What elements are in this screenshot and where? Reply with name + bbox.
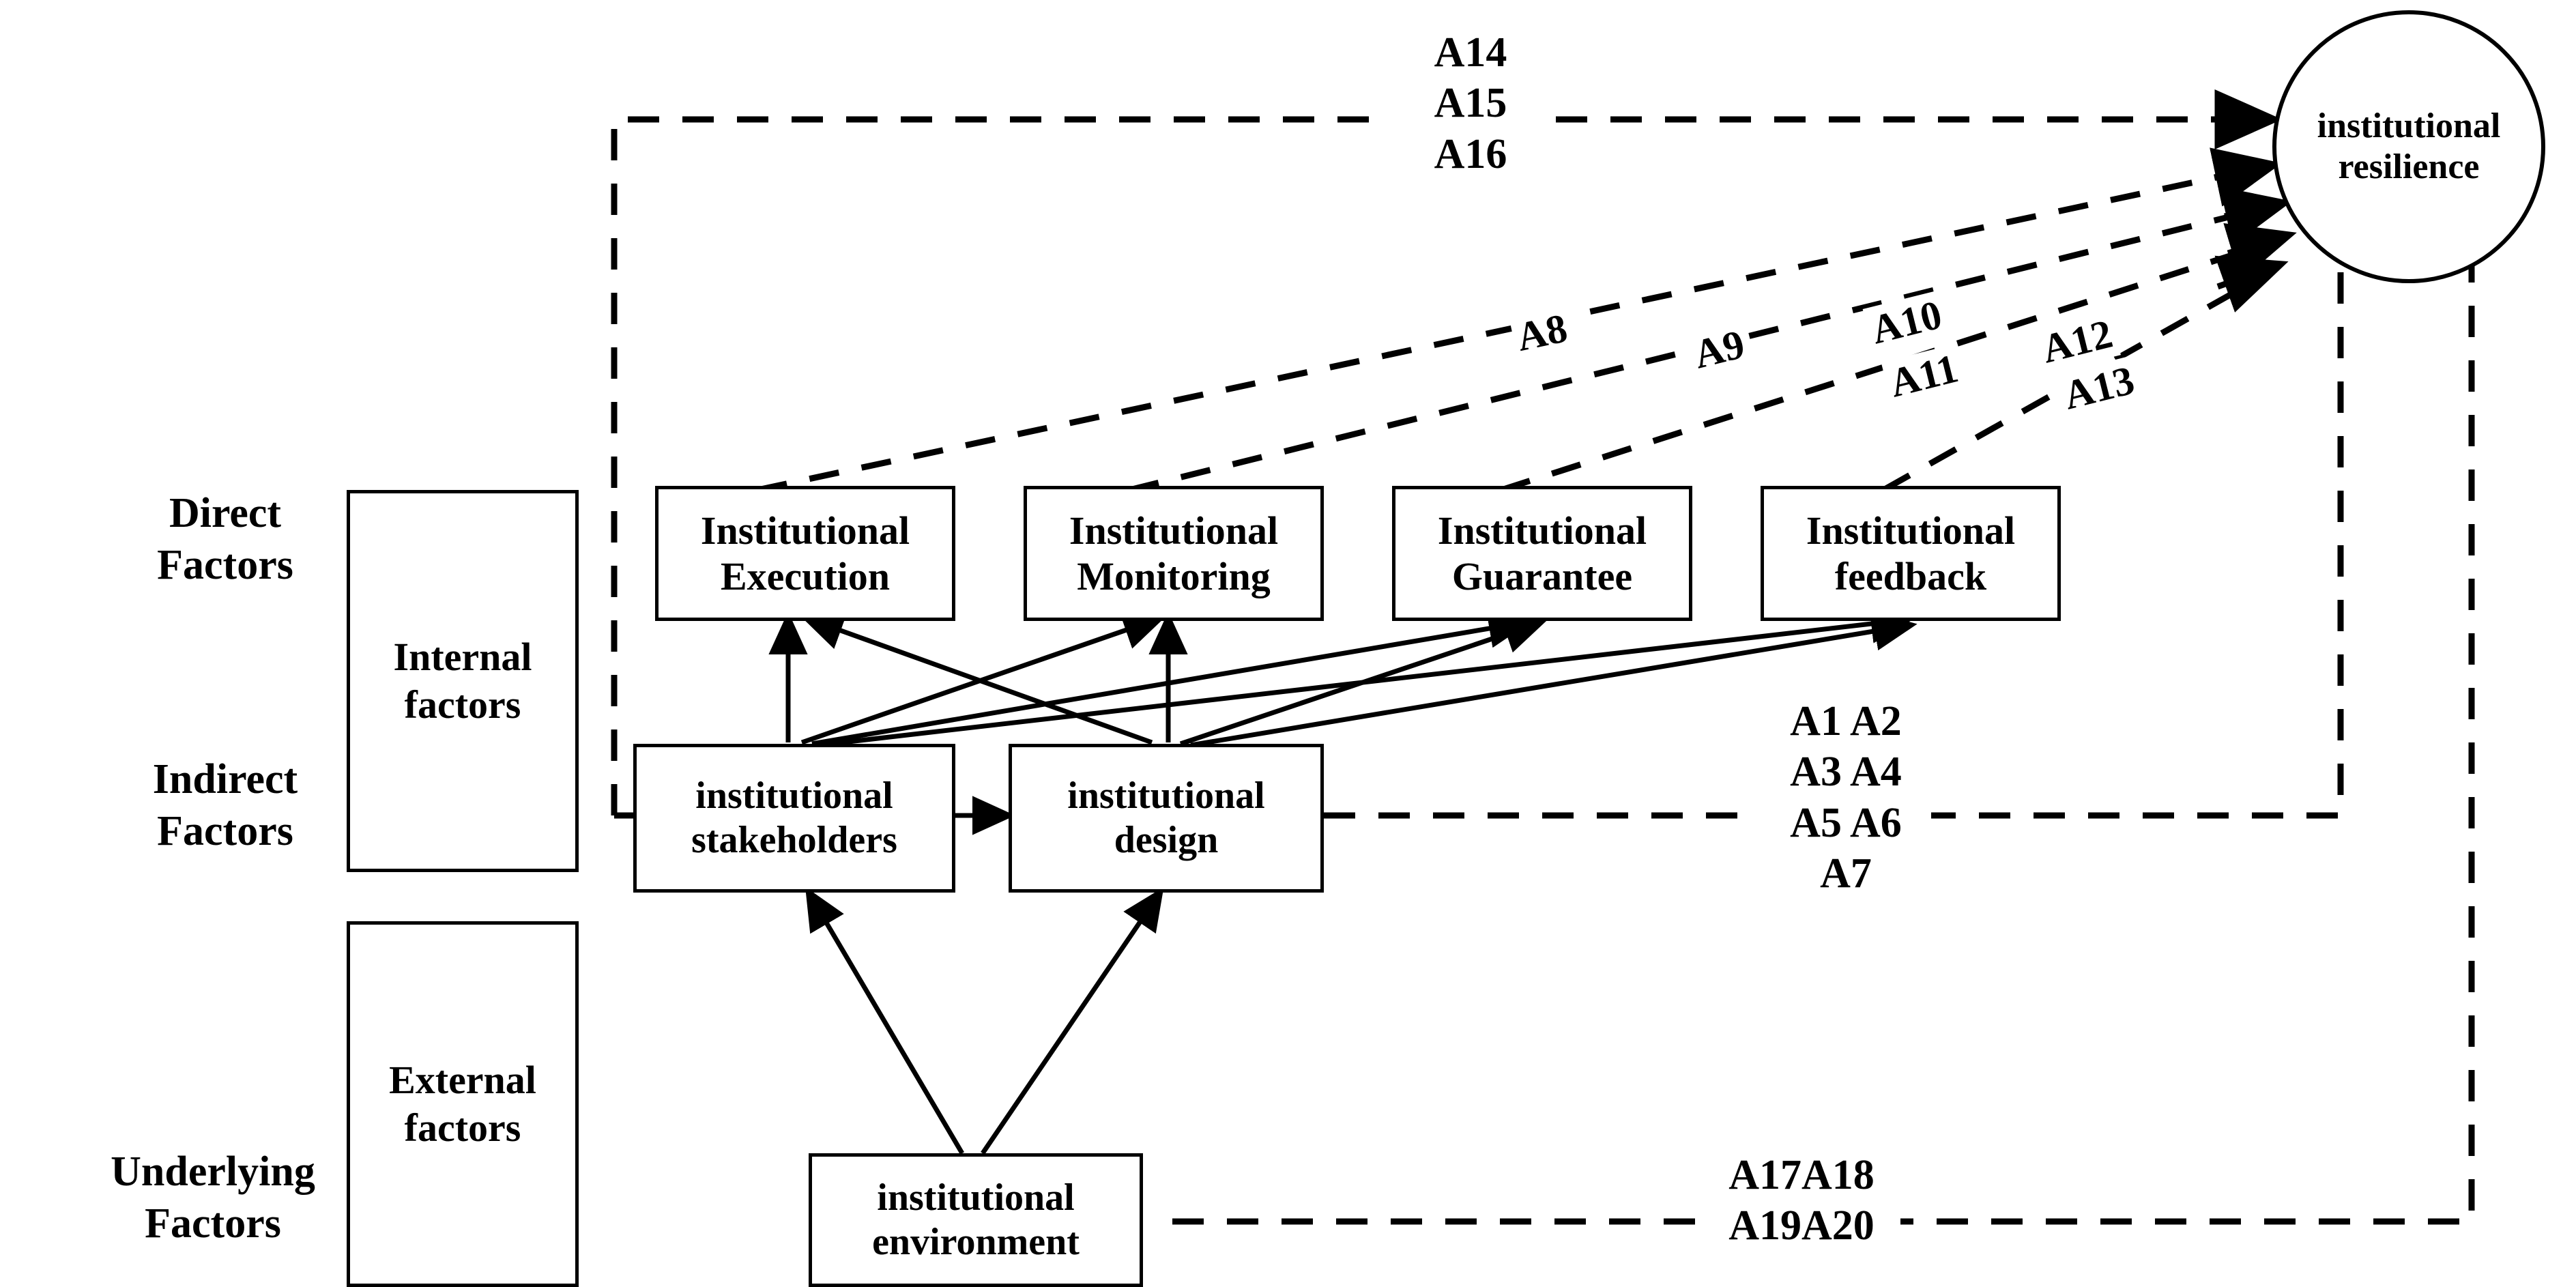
- code-stack-a17-a20: A17A18 A19A20: [1703, 1150, 1900, 1252]
- code-stack-a14-a16: A14 A15 A16: [1392, 27, 1549, 180]
- tier-label-direct-line2: Factors: [157, 541, 293, 588]
- tier-label-indirect-line2: Factors: [157, 807, 293, 854]
- dashed-path-a14-a16: [611, 116, 2211, 815]
- tier-label-direct-line1: Direct: [169, 490, 282, 536]
- node-design-line2: design: [1114, 819, 1219, 861]
- node-resilience-line2: resilience: [2338, 147, 2480, 186]
- node-institutional-environment[interactable]: institutional environment: [809, 1153, 1143, 1287]
- node-stakeholders-line2: stakeholders: [691, 819, 897, 861]
- node-institutional-guarantee[interactable]: Institutional Guarantee: [1392, 486, 1692, 621]
- edge-design-guarantee: [1179, 615, 1548, 747]
- code-a9: A9: [1685, 319, 1754, 379]
- code-a15: A15: [1392, 78, 1549, 129]
- solid-connectors-design: [800, 611, 1917, 748]
- node-design-line1: institutional: [1067, 775, 1265, 818]
- edge-stakeholders-guarantee: [811, 609, 1532, 747]
- code-a19-a20: A19A20: [1703, 1200, 1900, 1252]
- code-a10: A10: [1862, 290, 1951, 355]
- environment-connectors: [805, 886, 1164, 1155]
- code-a8: A8: [1508, 304, 1576, 362]
- category-internal-line2: factors: [404, 682, 521, 727]
- category-box-external-factors[interactable]: External factors: [347, 921, 579, 1287]
- code-a17-a18: A17A18: [1703, 1150, 1900, 1201]
- code-stack-a1-a7: A1 A2 A3 A4 A5 A6 A7: [1761, 696, 1931, 899]
- node-institutional-stakeholders[interactable]: institutional stakeholders: [633, 744, 955, 893]
- node-institutional-design[interactable]: institutional design: [1009, 744, 1324, 893]
- node-environment-line1: institutional: [877, 1176, 1075, 1219]
- edge-environment-stakeholders: [805, 886, 965, 1155]
- node-institutional-feedback[interactable]: Institutional feedback: [1761, 486, 2061, 621]
- dashed-route-top: [611, 116, 2211, 815]
- node-feedback-line1: Institutional: [1806, 508, 2016, 553]
- node-execution-line2: Execution: [720, 554, 891, 598]
- tier-label-underlying: Underlying Factors: [63, 1146, 363, 1249]
- category-box-internal-factors[interactable]: Internal factors: [347, 490, 579, 872]
- edge-stakeholders-monitoring: [800, 611, 1167, 745]
- code-a16: A16: [1392, 128, 1549, 180]
- tier-label-direct: Direct Factors: [102, 488, 348, 591]
- code-a1-a2: A1 A2: [1761, 696, 1931, 747]
- arrowhead-a10-a11: [2223, 222, 2297, 281]
- node-execution-line1: Institutional: [700, 508, 910, 553]
- category-internal-line1: Internal: [393, 635, 532, 680]
- node-institutional-execution[interactable]: Institutional Execution: [655, 486, 955, 621]
- arrowhead-a9: [2219, 186, 2293, 246]
- node-environment-line2: environment: [872, 1221, 1080, 1263]
- solid-connectors: [768, 604, 1914, 748]
- category-external-line2: factors: [404, 1105, 521, 1150]
- arrowhead-a12-a13: [2214, 255, 2289, 313]
- arrowhead-a8: [2210, 147, 2283, 207]
- node-guarantee-line1: Institutional: [1437, 508, 1647, 553]
- dashed-a8-execution-resilience: [757, 167, 2249, 493]
- node-institutional-resilience[interactable]: institutional resilience: [2272, 10, 2545, 283]
- code-a5-a6: A5 A6: [1761, 797, 1931, 849]
- code-a3-a4: A3 A4: [1761, 747, 1931, 798]
- node-guarantee-line2: Guarantee: [1451, 554, 1633, 598]
- node-institutional-monitoring[interactable]: Institutional Monitoring: [1024, 486, 1324, 621]
- node-monitoring-line2: Monitoring: [1077, 554, 1271, 598]
- dashed-diagonal-heads: [2210, 147, 2297, 313]
- edge-design-execution: [800, 611, 1153, 745]
- tier-label-indirect-line1: Indirect: [152, 756, 298, 802]
- tier-label-underlying-line2: Factors: [145, 1200, 281, 1247]
- code-a14: A14: [1392, 27, 1549, 78]
- code-a11: A11: [1881, 343, 1967, 408]
- node-stakeholders-line1: institutional: [695, 775, 893, 818]
- tier-label-indirect: Indirect Factors: [96, 754, 355, 857]
- node-feedback-line2: feedback: [1834, 554, 1987, 598]
- edge-stakeholders-feedback: [818, 604, 1914, 748]
- edge-environment-design: [981, 886, 1164, 1155]
- node-monitoring-line1: Institutional: [1069, 508, 1279, 553]
- code-a7: A7: [1761, 848, 1931, 899]
- category-external-line1: External: [389, 1058, 536, 1103]
- node-resilience-line1: institutional: [2317, 106, 2501, 145]
- tier-label-underlying-line1: Underlying: [111, 1148, 315, 1195]
